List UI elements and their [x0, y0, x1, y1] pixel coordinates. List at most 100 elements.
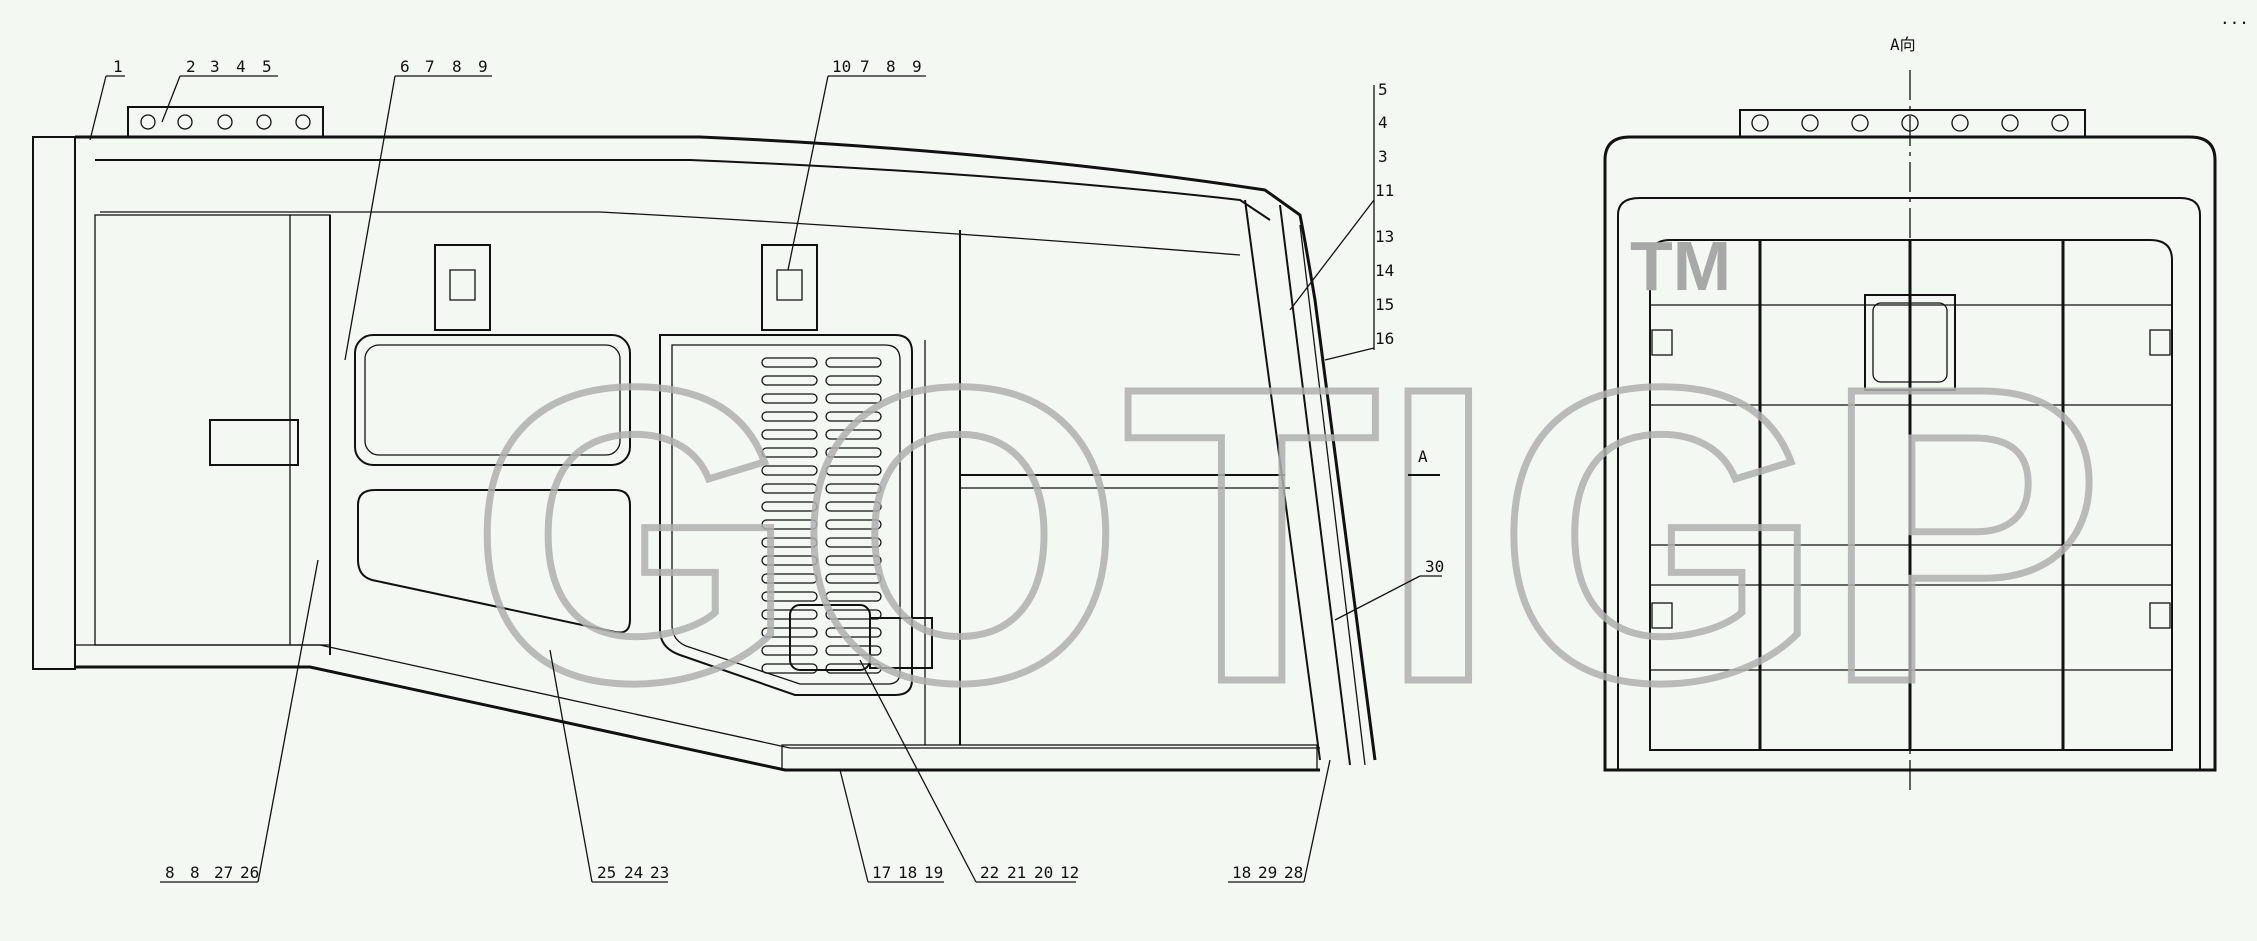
svg-text:9: 9	[912, 57, 922, 76]
vent-slot	[761, 429, 818, 440]
rail-bolt	[1951, 114, 1969, 132]
vent-slot	[825, 465, 882, 476]
corner-text: ... ...	[2220, 9, 2257, 28]
svg-text:30: 30	[1425, 557, 1444, 576]
vent-slot	[825, 501, 882, 512]
svg-text:20: 20	[1034, 863, 1053, 882]
svg-text:7: 7	[860, 57, 870, 76]
rear-door-frame	[94, 214, 331, 646]
vent-slot	[825, 447, 882, 458]
svg-text:17: 17	[872, 863, 891, 882]
svg-text:22: 22	[980, 863, 999, 882]
vent-slot	[825, 555, 882, 566]
rear-post	[32, 136, 76, 670]
callout-labels: ... ... A向 A 1 2 3 4 5 6 7 8 9 10 7 8 9	[89, 9, 2257, 883]
svg-text:18: 18	[1232, 863, 1251, 882]
svg-text:25: 25	[597, 863, 616, 882]
main-side-window	[659, 334, 913, 696]
vent-slot	[761, 357, 818, 368]
vent-slot	[825, 393, 882, 404]
svg-text:11: 11	[1375, 181, 1394, 200]
hinge-upper-left	[434, 244, 491, 331]
svg-text:19: 19	[924, 863, 943, 882]
vent-slot	[761, 591, 818, 602]
svg-text:3: 3	[210, 57, 220, 76]
callout-bottom-5: 18 29 28	[1228, 759, 1331, 883]
lower-left-window	[357, 489, 631, 634]
svg-text:9: 9	[478, 57, 488, 76]
watermark-text: GOTIGP	[470, 301, 2103, 770]
callout-30: 30	[1334, 557, 1444, 621]
rear-rail-plate	[1739, 109, 2086, 138]
vent-slot	[761, 501, 818, 512]
vent-slot	[761, 537, 818, 548]
svg-text:26: 26	[240, 863, 259, 882]
vent-slot	[761, 447, 818, 458]
vent-slot	[761, 573, 818, 584]
svg-text:27: 27	[214, 863, 233, 882]
svg-text:7: 7	[425, 57, 435, 76]
hinge-upper-right	[761, 244, 818, 331]
svg-text:6: 6	[400, 57, 410, 76]
svg-text:8: 8	[165, 863, 175, 882]
callout-group-3: 6 7 8 9	[344, 57, 492, 361]
vent-slot	[825, 573, 882, 584]
vent-slot	[825, 627, 882, 638]
vent-slot	[825, 429, 882, 440]
vent-slot	[825, 645, 882, 656]
watermark-tm: TM	[1630, 227, 1731, 305]
vent-slot	[761, 375, 818, 386]
svg-text:15: 15	[1375, 295, 1394, 314]
rear-hatch	[1864, 294, 1956, 391]
vent-slot	[761, 465, 818, 476]
vent-slot	[825, 609, 882, 620]
svg-text:24: 24	[624, 863, 643, 882]
callout-bottom-1: 8 8 27 26	[160, 559, 319, 883]
svg-text:16: 16	[1375, 329, 1394, 348]
svg-text:3: 3	[1378, 147, 1388, 166]
svg-text:12: 12	[1060, 863, 1079, 882]
svg-text:5: 5	[1378, 80, 1388, 99]
callout-group-4: 10 7 8 9	[787, 57, 926, 271]
callout-stack: 5 4 3 11 13 14 15 16	[1289, 80, 1394, 361]
rear-view-outline	[1603, 135, 2217, 772]
vent-slot	[761, 393, 818, 404]
vent-slot	[825, 411, 882, 422]
svg-text:18: 18	[898, 863, 917, 882]
svg-text:10: 10	[832, 57, 851, 76]
svg-text:8: 8	[886, 57, 896, 76]
svg-text:8: 8	[190, 863, 200, 882]
rail-bolt	[2051, 114, 2069, 132]
svg-text:14: 14	[1375, 261, 1394, 280]
section-marker: A	[1418, 447, 1428, 466]
vent-slot	[825, 591, 882, 602]
rail-bolt	[1801, 114, 1819, 132]
vent-slot	[761, 483, 818, 494]
rail-bolt	[1851, 114, 1869, 132]
svg-text:4: 4	[1378, 113, 1388, 132]
callout-bottom-4: 22 21 20 12	[859, 659, 1079, 883]
vent-slot	[761, 663, 818, 674]
callout-1: 1	[113, 57, 123, 76]
vent-slot	[825, 357, 882, 368]
svg-text:21: 21	[1007, 863, 1026, 882]
vent-slot	[761, 411, 818, 422]
vent-slot	[825, 375, 882, 386]
cab-side-view	[32, 106, 1377, 772]
svg-text:4: 4	[236, 57, 246, 76]
svg-text:23: 23	[650, 863, 669, 882]
vent-slot	[825, 483, 882, 494]
roof-rail-plate	[127, 106, 324, 138]
callout-bottom-3: 17 18 19	[839, 769, 944, 883]
svg-text:29: 29	[1258, 863, 1277, 882]
rail-bolt	[2001, 114, 2019, 132]
svg-text:13: 13	[1375, 227, 1394, 246]
callout-group-2: 2 3 4 5	[161, 57, 278, 123]
svg-text:5: 5	[262, 57, 272, 76]
vent-slot	[825, 537, 882, 548]
svg-text:8: 8	[452, 57, 462, 76]
vent-slot	[761, 555, 818, 566]
view-label: A向	[1890, 35, 1916, 54]
rear-view-fasteners	[1651, 329, 2171, 629]
